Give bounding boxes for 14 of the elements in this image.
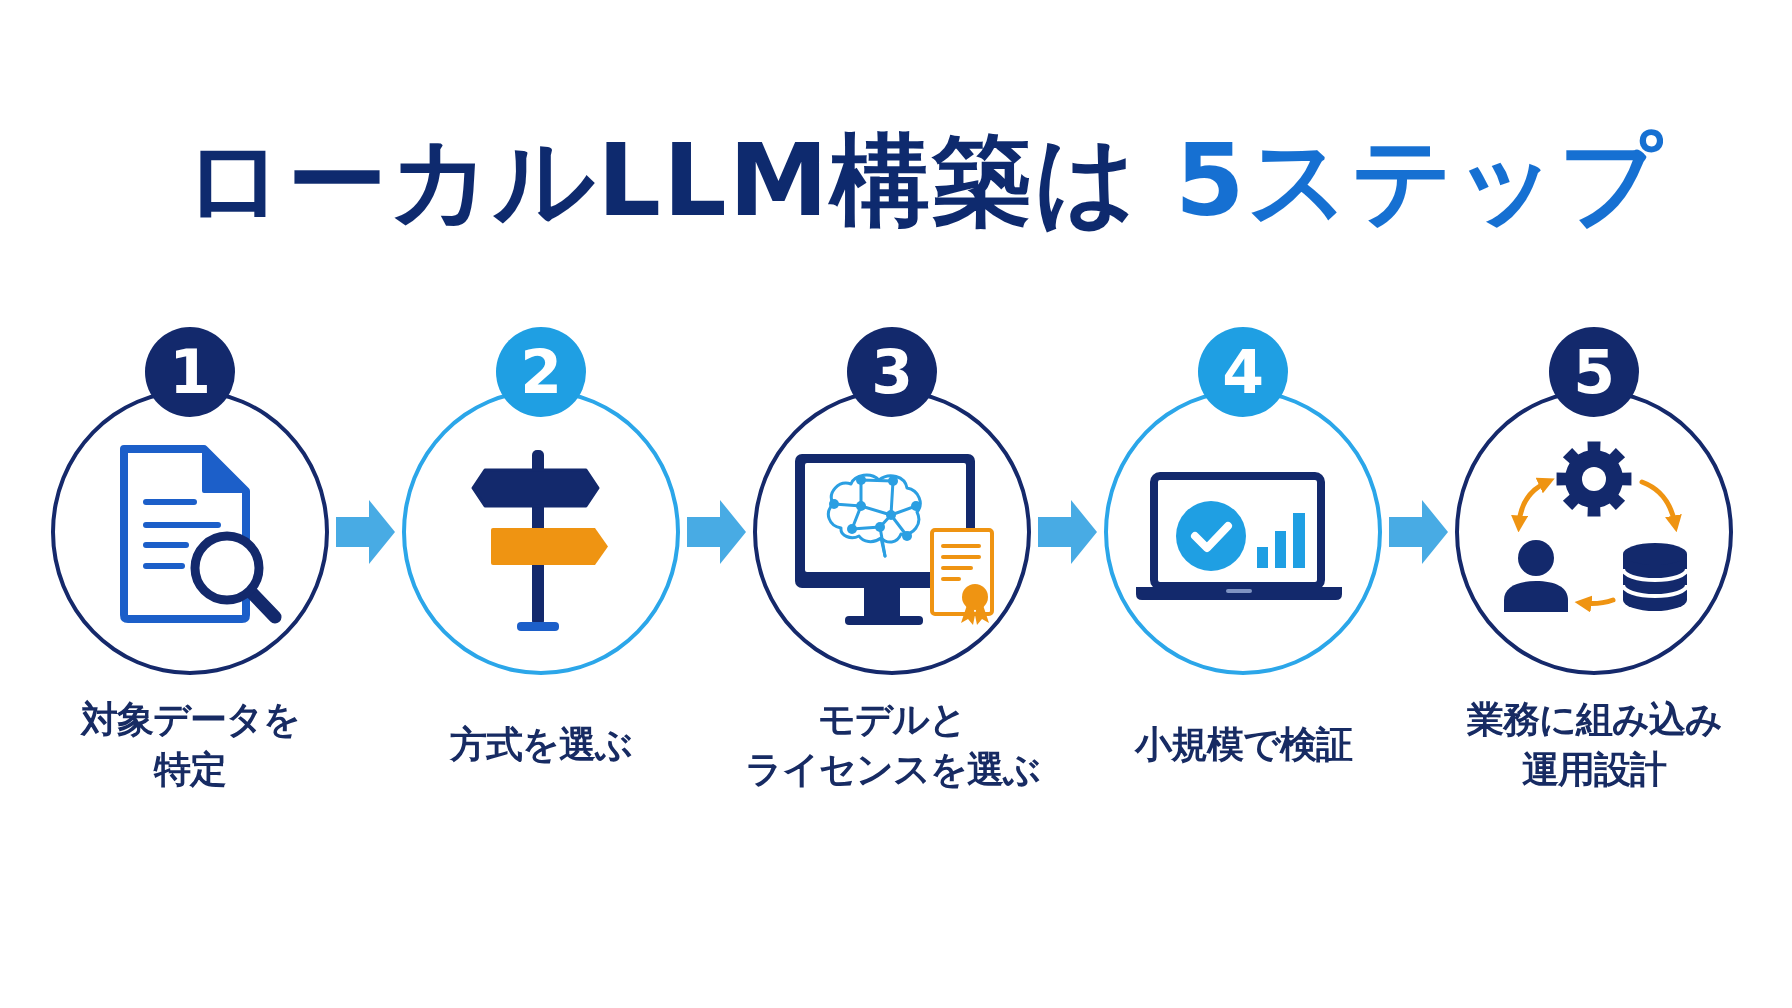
arrow xyxy=(1038,500,1097,564)
arrow xyxy=(336,500,395,564)
step-number-badge: 3 xyxy=(847,327,937,417)
step-label: 方式を選ぶ xyxy=(450,722,632,768)
step-label: モデルとライセンスを選ぶ xyxy=(744,697,1040,793)
step-label: 小規模で検証 xyxy=(1134,722,1352,768)
arrow xyxy=(687,500,746,564)
step-number-badge: 5 xyxy=(1549,327,1639,417)
arrow xyxy=(1389,500,1448,564)
step-label: 業務に組み込み運用設計 xyxy=(1466,697,1722,793)
step-number-badge: 2 xyxy=(496,327,586,417)
step-number-badge: 4 xyxy=(1198,327,1288,417)
step-label: 対象データを特定 xyxy=(80,697,300,793)
step-number-badge: 1 xyxy=(145,327,235,417)
